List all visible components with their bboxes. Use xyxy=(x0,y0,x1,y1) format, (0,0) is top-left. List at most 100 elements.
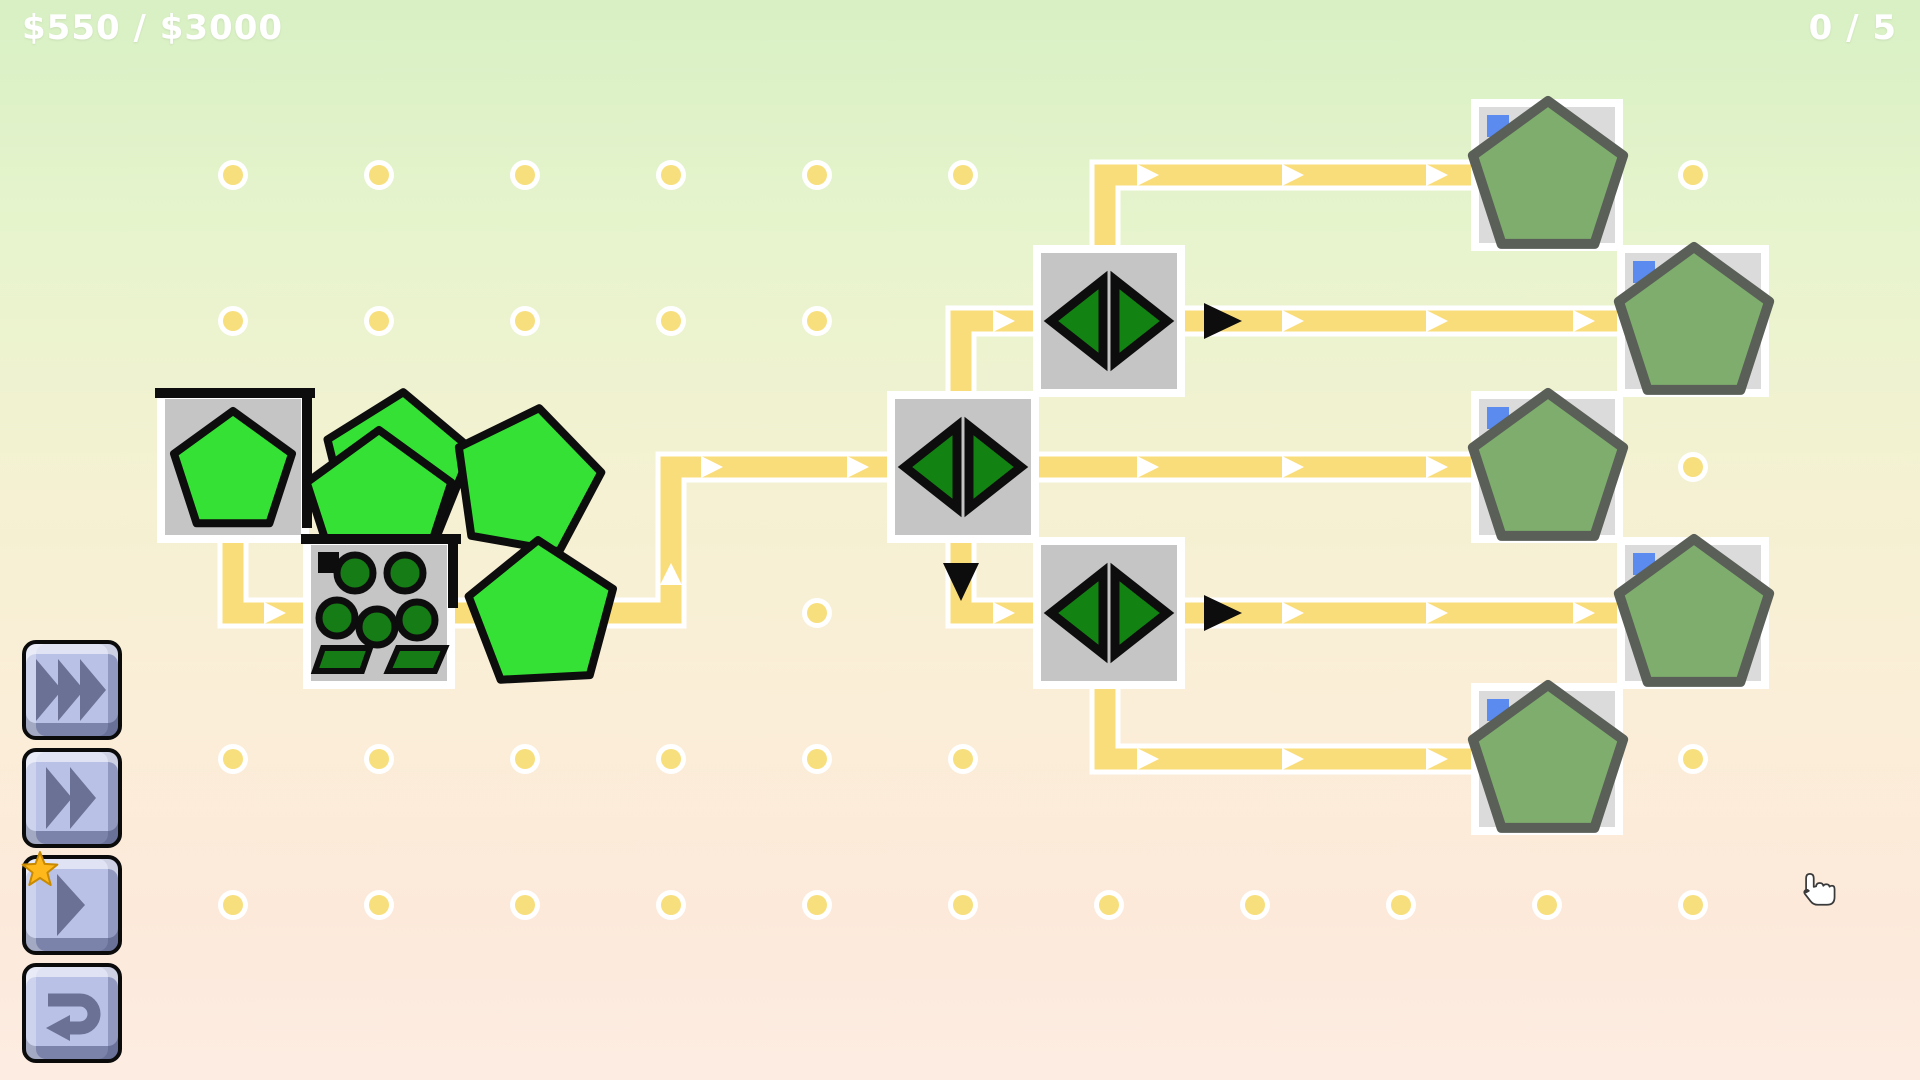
belt-arrow-icon xyxy=(1426,310,1448,332)
grid-dot[interactable] xyxy=(656,890,686,920)
belt-arrow-icon xyxy=(660,563,682,585)
splitter-left-triangle-icon xyxy=(1043,562,1108,664)
direction-marker-arrow-icon[interactable] xyxy=(1204,595,1242,631)
belt-arrow-icon xyxy=(1137,456,1159,478)
belt-arrow-icon xyxy=(1137,164,1159,186)
grid-dot[interactable] xyxy=(364,160,394,190)
pentagon-target xyxy=(1467,680,1629,833)
undo-button[interactable] xyxy=(22,963,122,1063)
direction-marker-arrow-icon[interactable] xyxy=(943,563,979,601)
splitter-left-triangle-icon xyxy=(1043,270,1108,372)
splitter-left-triangle-icon xyxy=(897,416,962,518)
processor-machine[interactable] xyxy=(301,534,461,689)
grid-dot[interactable] xyxy=(1678,452,1708,482)
splitter-machine[interactable] xyxy=(1033,245,1185,397)
box-trim-right xyxy=(302,388,312,528)
money-counter: $550 / $3000 xyxy=(22,8,284,48)
pentagon-receiver[interactable] xyxy=(1467,96,1629,251)
grid-dot[interactable] xyxy=(218,744,248,774)
grid-dot[interactable] xyxy=(1094,890,1124,920)
box-trim-top xyxy=(301,534,461,544)
progress-counter: 0 / 5 xyxy=(1808,8,1897,48)
processor-slat-icon xyxy=(310,645,375,674)
grid-dot[interactable] xyxy=(1532,890,1562,920)
corner-tag xyxy=(318,552,339,573)
grid-dot[interactable] xyxy=(510,890,540,920)
pentagon-target xyxy=(1613,534,1775,687)
pentagon-target xyxy=(1467,96,1629,249)
grid-dot[interactable] xyxy=(1678,160,1708,190)
grid-dot[interactable] xyxy=(802,890,832,920)
pentagon-receiver[interactable] xyxy=(1613,242,1775,397)
belt-arrow-icon xyxy=(264,602,286,624)
grid-dot[interactable] xyxy=(948,890,978,920)
belt-arrow-icon xyxy=(1573,310,1595,332)
grid-dot[interactable] xyxy=(1678,890,1708,920)
processor-pellet-icon xyxy=(395,598,439,642)
splitter-machine[interactable] xyxy=(887,391,1039,543)
grid-dot[interactable] xyxy=(948,160,978,190)
grid-dot[interactable] xyxy=(1240,890,1270,920)
grid-dot[interactable] xyxy=(510,744,540,774)
grid-dot[interactable] xyxy=(364,306,394,336)
star-icon xyxy=(21,851,59,886)
pentagon-target xyxy=(1613,242,1775,395)
play-button[interactable] xyxy=(21,851,122,955)
belt-arrow-icon xyxy=(1282,456,1304,478)
processor-pellet-icon xyxy=(333,551,377,595)
speed-medium-button[interactable] xyxy=(22,748,122,848)
belt-arrow-icon xyxy=(1282,310,1304,332)
grid-dot[interactable] xyxy=(218,306,248,336)
grid-dot[interactable] xyxy=(948,744,978,774)
direction-marker-arrow-icon[interactable] xyxy=(1204,303,1242,339)
grid-dot[interactable] xyxy=(510,306,540,336)
processor-pellet-icon xyxy=(315,596,359,640)
speed-fast-button[interactable] xyxy=(22,640,122,740)
grid-dot[interactable] xyxy=(364,744,394,774)
pentagon-item xyxy=(454,404,606,556)
grid-dot[interactable] xyxy=(802,598,832,628)
splitter-right-triangle-icon xyxy=(1110,270,1175,372)
splitter-right-triangle-icon xyxy=(1110,562,1175,664)
grid-dot[interactable] xyxy=(218,890,248,920)
pentagon-dispenser[interactable] xyxy=(155,388,315,543)
belt-arrow-icon xyxy=(1573,602,1595,624)
belt-arrow-icon xyxy=(701,456,723,478)
belt-arrow-icon xyxy=(993,602,1015,624)
grid-dot[interactable] xyxy=(802,306,832,336)
belt-arrow-icon xyxy=(1137,748,1159,770)
box-trim-top xyxy=(155,388,315,398)
grid-dot[interactable] xyxy=(364,890,394,920)
belt-arrow-icon xyxy=(1426,456,1448,478)
pentagon-target xyxy=(1467,388,1629,541)
belt-arrow-icon xyxy=(1282,748,1304,770)
pentagon-receiver[interactable] xyxy=(1467,680,1629,835)
pentagon-receiver[interactable] xyxy=(1467,388,1629,543)
grid-dot[interactable] xyxy=(656,160,686,190)
processor-pellet-icon xyxy=(383,551,427,595)
grid-dot[interactable] xyxy=(802,744,832,774)
grid-dot[interactable] xyxy=(802,160,832,190)
belt-arrow-icon xyxy=(847,456,869,478)
belt-arrow-icon xyxy=(1426,602,1448,624)
pentagon-receiver[interactable] xyxy=(1613,534,1775,689)
pentagon-item xyxy=(170,407,296,528)
box-trim-right xyxy=(448,534,458,608)
belt-arrow-icon xyxy=(1282,164,1304,186)
splitter-right-triangle-icon xyxy=(964,416,1029,518)
belt-arrow-icon xyxy=(1282,602,1304,624)
grid-dot[interactable] xyxy=(656,306,686,336)
pentagon-item xyxy=(464,536,617,684)
grid-dot[interactable] xyxy=(510,160,540,190)
splitter-machine[interactable] xyxy=(1033,537,1185,689)
grid-dot[interactable] xyxy=(656,744,686,774)
processor-pellet-icon xyxy=(355,605,399,649)
grid-dot[interactable] xyxy=(1386,890,1416,920)
grid-dot[interactable] xyxy=(218,160,248,190)
grid-dot[interactable] xyxy=(1678,744,1708,774)
belt-arrow-icon xyxy=(993,310,1015,332)
belt-arrow-icon xyxy=(1426,164,1448,186)
processor-slat-icon xyxy=(383,645,450,674)
